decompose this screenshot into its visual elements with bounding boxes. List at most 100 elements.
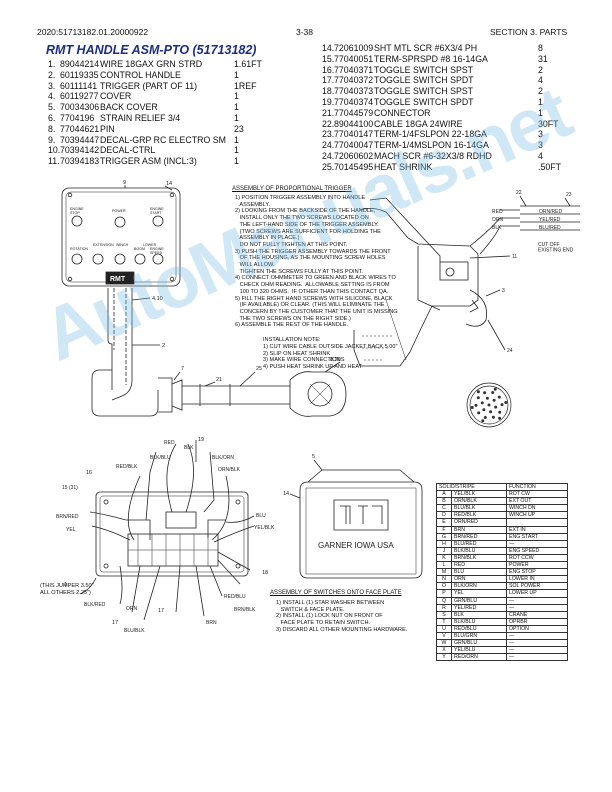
wire-color: BLK: [451, 610, 507, 619]
part-no: 23.: [322, 129, 335, 140]
part-pn: 70394447: [60, 134, 100, 145]
pin-letter: Y: [436, 653, 452, 662]
wire-label-orn: ORN: [492, 217, 504, 223]
connector-pin: [494, 405, 498, 409]
section-title: SECTION 3. PARTS: [490, 27, 568, 37]
part-no: 10.: [48, 145, 61, 156]
part-no: 18.: [322, 86, 335, 97]
wire-color: RED: [451, 561, 507, 570]
extension-switch: [92, 253, 104, 265]
panel-label-power: POWER: [112, 209, 126, 213]
callout-24: 24: [507, 348, 513, 354]
cable: [182, 385, 290, 405]
connector-pin: [500, 403, 504, 407]
part-desc: TRIGGER ASM (INCL:3): [100, 156, 197, 167]
part-qty: 1: [234, 134, 239, 145]
wire-color: BLU/BLK: [451, 504, 507, 513]
connector-pin-face: [466, 382, 512, 428]
part-qty: 1: [234, 102, 239, 113]
part-pn: 60119335: [60, 69, 99, 80]
wire-color: BRN/BLK: [451, 553, 507, 563]
wire-color: BLK/BLU: [451, 617, 507, 626]
wire-function: OPRBR: [506, 617, 568, 626]
part-desc: TERM-1/4FSLPON 22-18GA: [374, 129, 487, 140]
wire-function: ENG START: [506, 532, 568, 541]
wire-label: BLU: [256, 513, 266, 519]
pin-letter: G: [436, 532, 452, 541]
part-no: 25.: [322, 161, 335, 172]
part-no: 9.: [48, 134, 56, 145]
connector-pin: [483, 416, 487, 419]
part-pn: 77040147: [334, 129, 374, 140]
callout-18: 18: [262, 570, 268, 576]
rotation-switch: [71, 253, 83, 265]
callout-9: 9: [123, 180, 126, 186]
callout-19: 19: [198, 437, 204, 443]
connector-pin: [492, 398, 496, 402]
connector-pin: [470, 406, 474, 409]
wire-function: [506, 518, 568, 527]
jumper-note: (THIS JUMPER 3.50" ALL OTHERS 2.25"): [40, 583, 94, 596]
part-pn: 60111141: [60, 80, 98, 91]
face-plate: [289, 459, 423, 579]
connector-pin: [474, 403, 478, 407]
wire-color: GRN/BLU: [451, 596, 507, 605]
part-qty: 1: [538, 107, 543, 118]
wire-label: BRN/RED: [56, 514, 79, 520]
part-no: 8.: [48, 123, 56, 134]
wire-function: —: [506, 631, 568, 641]
part-pn: 77040051: [334, 53, 374, 64]
wire-label: 15 (31): [62, 485, 78, 491]
part-desc: TOGGLE SWITCH SPST: [374, 64, 474, 75]
wire-label-red: RED: [492, 209, 503, 215]
pin-letter: T: [436, 617, 452, 626]
pin-letter: K: [436, 553, 452, 563]
pin-letter: S: [436, 610, 452, 619]
connector-pin: [487, 403, 491, 407]
part-qty: 4: [538, 150, 543, 161]
wire-label: BLU/BLK: [124, 628, 145, 634]
power-switch: [114, 216, 126, 228]
part-qty: 2: [538, 64, 543, 75]
callout-4-10: 4,10: [152, 296, 163, 302]
install-notes-heading: INSTALLATION NOTE:: [263, 337, 321, 343]
pin-letter: O: [436, 582, 452, 591]
part-no: 5.: [48, 102, 56, 113]
part-qty: 1: [234, 145, 239, 156]
part-desc: MACH SCR #6-32X3/8 RDHD: [374, 150, 492, 161]
wire-function: —: [506, 596, 568, 605]
page-title: RMT HANDLE ASM-PTO (51713182): [46, 43, 257, 57]
callout-2: 2: [162, 343, 165, 349]
part-pn: 77040374: [334, 96, 374, 107]
wire-color: YEL/RED: [451, 603, 507, 612]
connector-pin: [498, 416, 502, 420]
wire-color: ORN/BLK: [451, 497, 507, 506]
part-no: 11.: [48, 156, 60, 167]
part-pn: 77040373: [334, 86, 374, 97]
table-header-solid-stripe: SOLID/STRIPE: [436, 482, 507, 492]
wire-label-orn-red: ORN/RED: [539, 209, 562, 215]
part-pn: 77040371: [334, 64, 374, 75]
callout-16: 16: [86, 470, 92, 476]
